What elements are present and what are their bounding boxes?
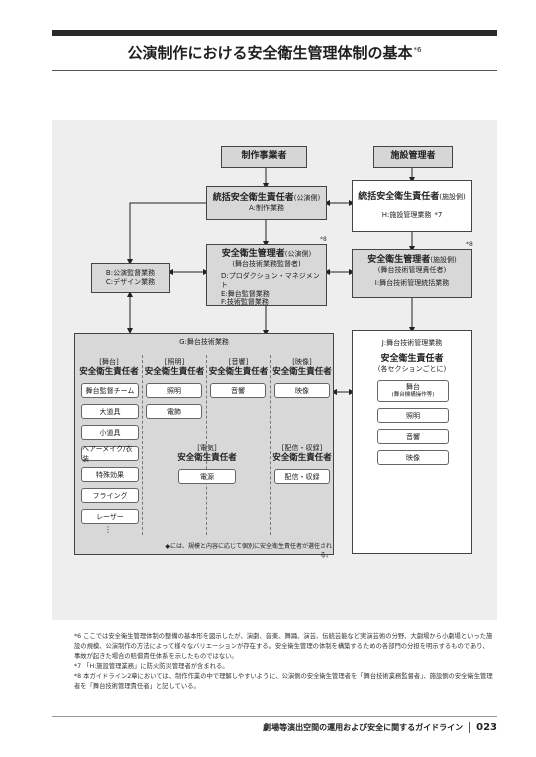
col-sound-head: [音響]安全衛生責任者 (208, 358, 269, 378)
safety-manager-producer-box: 安全衛生管理者(公演側) (舞台技術業務監督者) D:プロダクション・マネジメン… (206, 244, 327, 306)
col-stream-head: [配信・収録]安全衛生責任者 (272, 444, 332, 464)
j-item: 音響 (377, 429, 449, 444)
video-item: 映像 (274, 383, 330, 398)
col-electric-head: [電気]安全衛生責任者 (177, 444, 237, 464)
supervision-design-box: B:公演監督業務 C:デザイン業務 (91, 263, 170, 293)
j-label: J:舞台技術管理業務 (381, 339, 443, 347)
j-item: 映像 (377, 450, 449, 465)
divider-2 (206, 355, 207, 535)
stage-item: レーザー (81, 509, 139, 524)
manager-producer-note: *8 (320, 236, 327, 243)
general-safety-producer-box: 統括安全衛生責任者(公演側) A:制作業務 (206, 186, 327, 220)
lighting-item: 電飾 (146, 404, 202, 419)
page-title: 公演制作における安全衛生管理体制の基本*6 (127, 44, 422, 62)
stage-item: 舞台監督チーム (81, 383, 139, 398)
title-note: *6 (413, 46, 422, 54)
role-d: D:プロダクション・マネジメント (221, 272, 320, 289)
general-safety-facility-box: 統括安全衛生責任者(施設側) H:施設管理業務*7 (352, 180, 472, 232)
col-video-head: [映像]安全衛生責任者 (272, 358, 332, 378)
col-stage-head: [舞台]安全衛生責任者 (79, 358, 139, 378)
stage-item: 小道具 (81, 425, 139, 440)
divider-3 (270, 355, 271, 535)
j-sub: (各セクションごとに) (377, 365, 447, 373)
top-bar (52, 30, 497, 36)
lighting-item: 照明 (146, 383, 202, 398)
title-rule (52, 70, 497, 71)
stage-ellipsis: ⋮ (104, 525, 112, 534)
footnotes: *6 ここでは安全衛生管理体制の整備の基本形を図示したが、演劇、音楽、舞踊、演芸… (74, 632, 494, 692)
manager-facility-note: *8 (466, 241, 473, 248)
stage-item: 特殊効果 (81, 467, 139, 482)
stage-item: 大道具 (81, 404, 139, 419)
facility-manager-box: 施設管理者 (373, 146, 453, 168)
electric-item: 電源 (178, 469, 236, 484)
stage-item: ヘアーメイク/衣装 (81, 445, 139, 463)
j-item: 照明 (377, 408, 449, 423)
role-e: E:舞台監督業務 (221, 289, 270, 298)
j-item-stage: 舞台(舞台機構操作等) (377, 380, 449, 402)
footnote-6: *6 ここでは安全衛生管理体制の整備の基本形を図示したが、演劇、音楽、舞踊、演芸… (74, 633, 493, 661)
col-lighting-head: [照明]安全衛生責任者 (144, 358, 205, 378)
j-title: 安全衛生責任者 (380, 353, 444, 364)
stage-item: フライング (81, 488, 139, 503)
stream-item: 配信・収録 (274, 469, 330, 484)
footer-rule (52, 716, 497, 717)
page-number: 023 (469, 722, 497, 733)
producer-box: 制作事業者 (221, 146, 307, 168)
safety-manager-facility-box: 安全衛生管理者(施設側) (舞台技術管理責任者) I:舞台技術管理統括業務 (352, 249, 472, 298)
footnote-7: *7 「H:施設管理業務」に防火防災管理者が含まれる。 (74, 663, 229, 671)
sound-item: 音響 (210, 383, 266, 398)
g-label: G:舞台技術業務 (179, 338, 229, 346)
footnote-8: *8 本ガイドライン2章においては、制作作業の中で理解しやすいように、公演側の安… (74, 673, 493, 691)
g-caption: ◆には、規模と内容に応じて個別に安全衛生責任者が選任される。 (165, 543, 332, 559)
role-f: F:技術監督業務 (221, 298, 269, 307)
divider-1 (142, 355, 143, 535)
